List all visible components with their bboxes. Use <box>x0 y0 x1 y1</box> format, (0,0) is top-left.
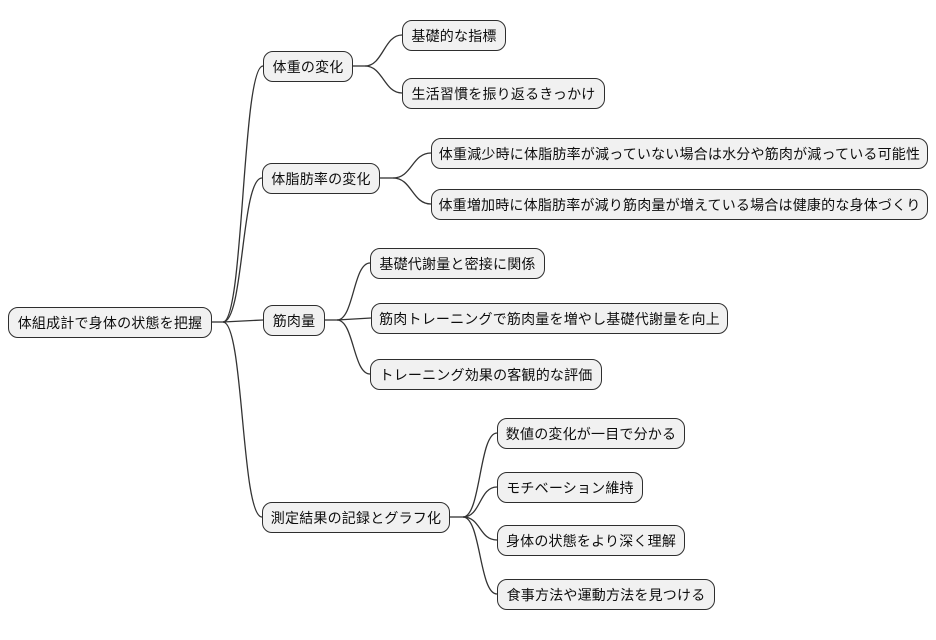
edge-b3-to-basal-metabolism <box>336 262 371 321</box>
edge-b2-to-weight-gain <box>392 177 432 205</box>
edge-b4-to-change-glance <box>462 432 498 518</box>
edge-b4-to-find-methods <box>462 516 498 595</box>
edge-b1-to-lifestyle <box>364 65 403 94</box>
leaf-node-find-methods: 食事方法や運動方法を見つける <box>497 579 715 610</box>
branch-node-weight-change: 体重の変化 <box>263 51 353 82</box>
leaf-node-lifestyle-review: 生活習慣を振り返るきっかけ <box>402 78 605 109</box>
leaf-node-change-at-glance: 数値の変化が一目で分かる <box>497 418 685 449</box>
edge-root-to-record-graph <box>222 321 263 518</box>
edge-b3-to-training <box>336 317 372 321</box>
edge-b4-to-motivation <box>462 486 498 518</box>
leaf-node-weight-gain-case: 体重増加時に体脂肪率が減り筋肉量が増えている場合は健康的な身体づくり <box>431 189 928 220</box>
leaf-node-muscle-training: 筋肉トレーニングで筋肉量を増やし基礎代謝量を向上 <box>371 303 728 334</box>
leaf-node-weight-loss-case: 体重減少時に体脂肪率が減っていない場合は水分や筋肉が減っている可能性 <box>431 138 928 169</box>
edge-root-to-bodyfat-change <box>222 177 263 323</box>
branch-node-muscle-mass: 筋肉量 <box>263 305 325 336</box>
edge-root-to-weight-change <box>222 65 264 323</box>
branch-node-record-graph: 測定結果の記録とグラフ化 <box>262 502 450 533</box>
edge-root-to-muscle-mass <box>222 319 264 323</box>
leaf-node-training-evaluation: トレーニング効果の客観的な評価 <box>370 359 602 390</box>
leaf-node-deeper-understanding: 身体の状態をより深く理解 <box>497 525 685 556</box>
leaf-node-motivation: モチベーション維持 <box>497 472 643 503</box>
root-node: 体組成計で身体の状態を把握 <box>8 307 212 338</box>
edge-b4-to-understand <box>462 516 498 541</box>
edge-b1-to-basic-indicator <box>364 34 403 67</box>
leaf-node-basic-indicator: 基礎的な指標 <box>402 20 506 51</box>
edge-b2-to-weight-loss <box>392 152 432 179</box>
edge-b3-to-evaluation <box>336 319 371 375</box>
leaf-node-basal-metabolism: 基礎代謝量と密接に関係 <box>370 248 545 279</box>
branch-node-bodyfat-change: 体脂肪率の変化 <box>262 163 380 194</box>
